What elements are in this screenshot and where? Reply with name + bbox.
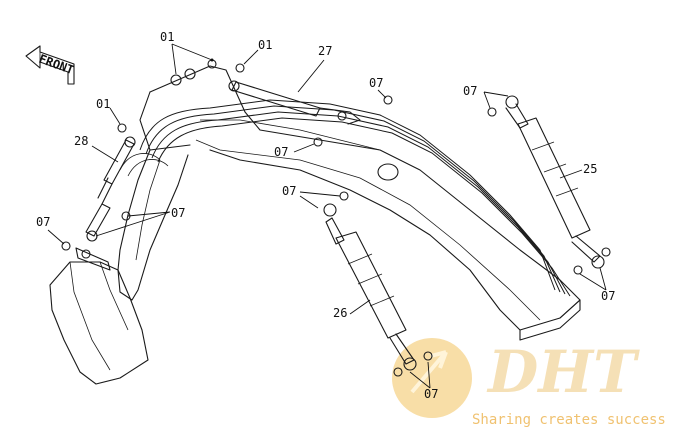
bucket [49,247,149,385]
callout-27: 27 [318,44,332,58]
boom-cylinder-26 [323,203,433,377]
callouts: 01 01 01 27 07 07 07 28 07 07 07 25 26 0… [36,30,615,401]
watermark-tagline: Sharing creates success [472,412,666,428]
callout-07-f: 07 [36,215,50,229]
callout-07-c: 07 [274,145,288,159]
front-label: FRONT [37,52,76,78]
callout-07-b: 07 [463,84,477,98]
arm-cylinder-28 [85,136,136,242]
callout-07-a: 07 [369,76,383,90]
callout-07-e: 07 [171,206,185,220]
arm [117,149,189,301]
callout-07-g: 07 [601,289,615,303]
hose-bundle [119,99,571,297]
callout-25: 25 [583,162,597,176]
watermark-logo: DHT [486,338,640,406]
callout-07-d: 07 [282,184,296,198]
callout-01-left: 01 [96,97,110,111]
callout-01-right: 01 [258,38,272,52]
callout-26: 26 [333,306,347,320]
front-direction-arrow: FRONT [25,45,76,85]
callout-07-h: 07 [424,387,438,401]
callout-28: 28 [74,134,88,148]
callout-01-top: 01 [160,30,174,44]
pipe-27 [228,80,361,125]
watermark-badge [392,338,472,418]
boom-cylinder-25 [505,95,611,275]
watermark: DHT Sharing creates success [392,338,666,428]
